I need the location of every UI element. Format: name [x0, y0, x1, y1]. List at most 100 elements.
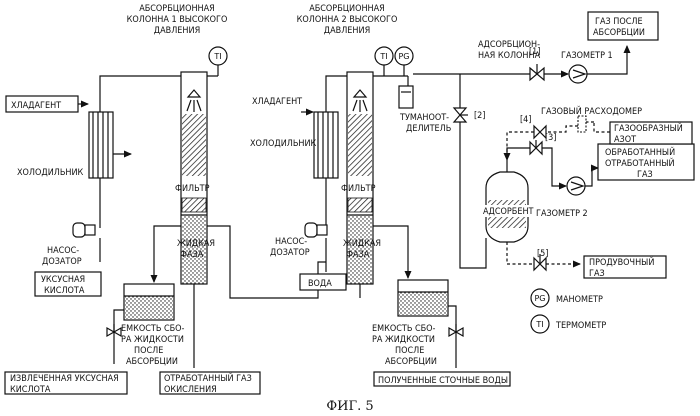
tank-2-label: ЕМКОСТЬ СБО- РА ЖИДКОСТИ ПОСЛЕ АБСОРБЦИИ: [372, 324, 437, 367]
cooler-2-label: ХОЛОДИЛЬНИК: [250, 139, 317, 149]
svg-text:ПОЛУЧЕННЫЕ СТОЧНЫЕ ВОДЫ: ПОЛУЧЕННЫЕ СТОЧНЫЕ ВОДЫ: [378, 376, 508, 386]
svg-text:PG: PG: [534, 294, 545, 303]
gasometer-2-icon: [567, 177, 585, 195]
svg-text:КИСЛОТА: КИСЛОТА: [44, 286, 85, 296]
gasometer-2-label: ГАЗОМЕТР 2: [536, 209, 588, 219]
svg-text:ПОСЛЕ: ПОСЛЕ: [134, 346, 163, 356]
collection-tank-2: [398, 280, 448, 316]
adsorber-vessel: АДСОРБЕНТ: [480, 162, 536, 242]
svg-text:[1]: [1]: [529, 47, 540, 57]
svg-text:КИСЛОТА: КИСЛОТА: [10, 385, 51, 395]
svg-text:[5]: [5]: [537, 249, 548, 259]
acetic-acid-box: УКСУСНАЯ КИСЛОТА: [35, 272, 101, 296]
cooler-1-label: ХОЛОДИЛЬНИК: [17, 168, 84, 178]
svg-text:ТУМАНООТ-: ТУМАНООТ-: [399, 113, 449, 123]
pump-2-label: НАСОС- ДОЗАТОР: [270, 237, 310, 258]
mist-separator-label: ТУМАНООТ- ДЕЛИТЕЛЬ: [399, 113, 451, 134]
column-1-filter: [182, 198, 206, 212]
svg-text:РА ЖИДКОСТИ: РА ЖИДКОСТИ: [372, 335, 435, 345]
svg-text:TI: TI: [535, 320, 543, 329]
dosing-pump-1: [73, 223, 95, 237]
svg-text:АБСОРБЦИОННАЯ: АБСОРБЦИОННАЯ: [309, 4, 385, 14]
absorption-column-1-title: АБСОРБЦИОННАЯ КОЛОННА 1 ВЫСОКОГО ДАВЛЕНИ…: [127, 4, 228, 36]
svg-text:ГАЗ: ГАЗ: [637, 170, 653, 180]
treated-gas-box: ОБРАБОТАННЫЙ ОТРАБОТАННЫЙ ГАЗ: [598, 144, 694, 180]
valve-1: [1]: [529, 47, 544, 80]
figure-caption: ФИГ. 5: [326, 399, 373, 414]
purge-gas-box: ПРОДУВОЧНЫЙ ГАЗ: [584, 256, 666, 279]
oxidation-gas-box: ОТРАБОТАННЫЙ ГАЗ ОКИСЛЕНИЯ: [160, 372, 260, 395]
svg-text:ОТРАБОТАННЫЙ ГАЗ: ОТРАБОТАННЫЙ ГАЗ: [164, 372, 252, 384]
svg-text:АБСОРБЦИОННАЯ: АБСОРБЦИОННАЯ: [139, 4, 215, 14]
valve-4: [4]: [520, 115, 546, 138]
filter-2-label: ФИЛЬТР: [341, 184, 376, 194]
gasometer-1-label: ГАЗОМЕТР 1: [561, 51, 613, 61]
svg-text:ОТРАБОТАННЫЙ: ОТРАБОТАННЫЙ: [605, 157, 675, 169]
svg-text:ЖИДКАЯ: ЖИДКАЯ: [177, 239, 215, 249]
svg-text:[2]: [2]: [474, 111, 485, 121]
svg-text:АЗОТ: АЗОТ: [614, 135, 636, 145]
svg-text:ОБРАБОТАННЫЙ: ОБРАБОТАННЫЙ: [605, 146, 675, 158]
svg-text:ДАВЛЕНИЯ: ДАВЛЕНИЯ: [154, 26, 200, 36]
svg-text:ПОСЛЕ: ПОСЛЕ: [395, 346, 424, 356]
svg-text:TI: TI: [379, 52, 387, 61]
svg-text:ВОДА: ВОДА: [308, 279, 332, 289]
refrigerant-1-box: ХЛАДАГЕНТ: [6, 96, 78, 112]
svg-text:ГАЗООБРАЗНЫЙ: ГАЗООБРАЗНЫЙ: [614, 122, 683, 134]
tank-1-label: ЕМКОСТЬ СБО- РА ЖИДКОСТИ ПОСЛЕ АБСОРБЦИИ: [121, 324, 185, 367]
waste-water-box: ПОЛУЧЕННЫЕ СТОЧНЫЕ ВОДЫ: [374, 372, 510, 386]
svg-text:НАСОС-: НАСОС-: [47, 246, 79, 256]
svg-text:НАСОС-: НАСОС-: [275, 237, 307, 247]
svg-text:ГАЗ: ГАЗ: [589, 269, 605, 279]
gas-after-absorption-box: ГАЗ ПОСЛЕ АБСОРБЦИИ: [588, 12, 658, 40]
valve-5: [5]: [534, 249, 548, 270]
liquid-phase-2-label: ЖИДКАЯ ФАЗА: [343, 239, 381, 260]
legend-thermometer: TI ТЕРМОМЕТР: [531, 315, 606, 333]
flowmeter-icon: [578, 116, 586, 132]
cooler-1: [89, 112, 113, 178]
svg-text:PG: PG: [398, 52, 409, 61]
gas-flowmeter-label: ГАЗОВЫЙ РАСХОДОМЕР: [541, 105, 642, 117]
collection-tank-1: [124, 284, 174, 320]
column-1-packing: [182, 114, 206, 176]
gasometer-1-icon: [569, 65, 587, 83]
liquid-phase-1-label: ЖИДКАЯ ФАЗА: [177, 239, 215, 260]
dosing-pump-2: [305, 223, 327, 237]
manometer: PG: [395, 47, 413, 76]
refrigerant-2-label: ХЛАДАГЕНТ: [252, 97, 302, 107]
svg-text:[3]: [3]: [545, 133, 556, 143]
svg-text:АБСОРБЦИИ: АБСОРБЦИИ: [593, 28, 645, 38]
svg-text:ЖИДКАЯ: ЖИДКАЯ: [343, 239, 381, 249]
svg-text:ДАВЛЕНИЯ: ДАВЛЕНИЯ: [324, 26, 370, 36]
nitrogen-box: ГАЗООБРАЗНЫЙ АЗОТ: [610, 122, 692, 145]
svg-text:МАНОМЕТР: МАНОМЕТР: [556, 295, 603, 305]
cooler-2: [314, 112, 338, 178]
absorption-column-2-title: АБСОРБЦИОННАЯ КОЛОННА 2 ВЫСОКОГО ДАВЛЕНИ…: [297, 4, 398, 36]
svg-text:ДОЗАТОР: ДОЗАТОР: [270, 248, 310, 258]
svg-text:АДСОРБЕНТ: АДСОРБЕНТ: [483, 207, 534, 217]
svg-text:ТЕРМОМЕТР: ТЕРМОМЕТР: [555, 321, 606, 331]
svg-text:ДОЗАТОР: ДОЗАТОР: [42, 257, 82, 267]
legend: PG МАНОМЕТР TI ТЕРМОМЕТР: [531, 289, 606, 333]
thermometer-2: TI: [375, 47, 393, 76]
filter-1-label: ФИЛЬТР: [175, 184, 210, 194]
svg-text:ФАЗА: ФАЗА: [346, 250, 370, 260]
svg-text:ГАЗ ПОСЛЕ: ГАЗ ПОСЛЕ: [595, 17, 643, 27]
water-box: ВОДА: [300, 274, 346, 290]
extracted-acid-box: ИЗВЛЕЧЕННАЯ УКСУСНАЯ КИСЛОТА: [5, 372, 127, 395]
svg-text:[4]: [4]: [520, 115, 531, 125]
svg-text:TI: TI: [213, 52, 221, 61]
svg-text:КОЛОННА 1 ВЫСОКОГО: КОЛОННА 1 ВЫСОКОГО: [127, 15, 228, 25]
svg-text:АБСОРБЦИИ: АБСОРБЦИИ: [385, 357, 437, 367]
mist-separator: [399, 86, 413, 108]
svg-text:КОЛОННА 2 ВЫСОКОГО: КОЛОННА 2 ВЫСОКОГО: [297, 15, 398, 25]
svg-text:ОКИСЛЕНИЯ: ОКИСЛЕНИЯ: [164, 385, 217, 395]
svg-text:ИЗВЛЕЧЕННАЯ УКСУСНАЯ: ИЗВЛЕЧЕННАЯ УКСУСНАЯ: [10, 374, 119, 384]
svg-text:ПРОДУВОЧНЫЙ: ПРОДУВОЧНЫЙ: [589, 256, 654, 268]
legend-manometer: PG МАНОМЕТР: [531, 289, 603, 307]
svg-text:ФАЗА: ФАЗА: [180, 250, 204, 260]
svg-text:ДЕЛИТЕЛЬ: ДЕЛИТЕЛЬ: [406, 124, 451, 134]
svg-text:АБСОРБЦИИ: АБСОРБЦИИ: [126, 357, 178, 367]
